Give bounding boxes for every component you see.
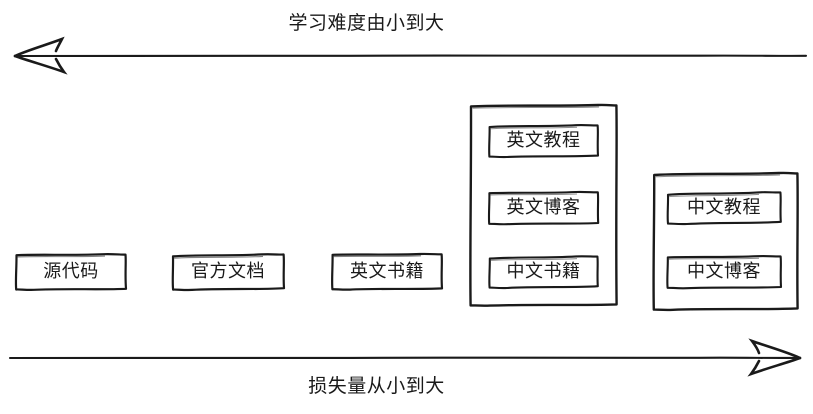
difficulty-axis-label: 学习难度由小到大 (288, 12, 445, 34)
group-chinese[interactable]: 中文教程 中文博客 (651, 171, 800, 312)
node-label: 中文博客 (687, 261, 761, 282)
node-box-outline (171, 253, 286, 292)
node-box-outline (331, 252, 444, 291)
node-source-code[interactable]: 源代码 (14, 252, 128, 292)
node-english-tutorial[interactable]: 英文教程 (487, 123, 600, 159)
node-label: 官方文档 (191, 261, 265, 282)
node-label: 源代码 (43, 261, 99, 282)
arrow-right-icon (8, 338, 802, 377)
node-label: 英文教程 (506, 130, 581, 151)
loss-axis-label: 损失量从小到大 (308, 375, 445, 397)
node-chinese-blog[interactable]: 中文博客 (665, 254, 783, 290)
node-chinese-books[interactable]: 中文书籍 (487, 254, 600, 290)
node-english-books[interactable]: 英文书籍 (330, 252, 444, 292)
node-box-outline (487, 190, 600, 226)
node-box-outline (666, 255, 783, 290)
arrow-left-icon (13, 36, 808, 75)
node-english-blog[interactable]: 英文博客 (487, 190, 600, 226)
group-english[interactable]: 英文教程 英文博客 中文书籍 (468, 103, 619, 308)
node-label: 英文书籍 (350, 261, 424, 282)
node-label: 英文博客 (506, 197, 581, 218)
node-label: 中文书籍 (506, 261, 581, 282)
node-box-outline (666, 191, 782, 226)
node-label: 中文教程 (687, 197, 761, 218)
node-box-outline (14, 253, 128, 291)
node-box-outline (488, 255, 599, 290)
node-official-docs[interactable]: 官方文档 (170, 252, 286, 292)
node-chinese-tutorial[interactable]: 中文教程 (665, 190, 783, 226)
node-box-outline (488, 124, 600, 159)
